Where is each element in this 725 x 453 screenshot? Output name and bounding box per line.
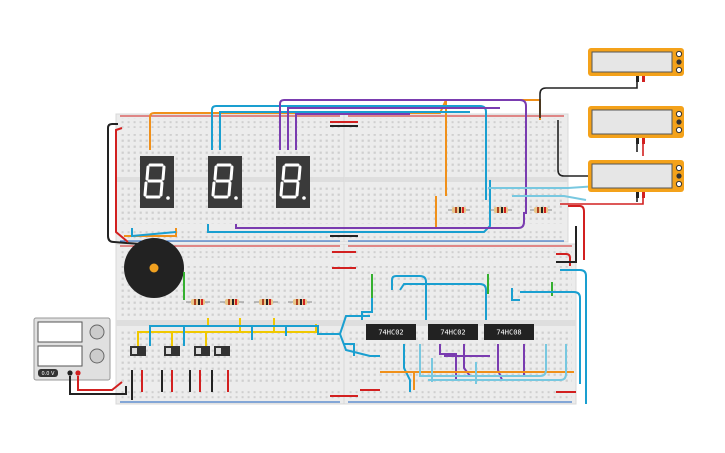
multimeter-3 [588, 160, 684, 198]
wires-left [107, 123, 177, 245]
wires-rail-bridges [330, 121, 358, 397]
chip-74hc02-b: 74HC02 [428, 324, 478, 340]
wires-blue [207, 105, 491, 233]
wires-purple [235, 99, 527, 229]
resistors-bottom-left [186, 299, 312, 305]
wires-yellow [137, 318, 317, 346]
multimeter-2 [588, 106, 684, 144]
seven-segment-display-2 [208, 156, 242, 208]
multimeter-leads [539, 82, 644, 205]
power-supply-label: 0.0 V [42, 371, 56, 377]
multimeter-1 [588, 48, 684, 82]
wires-bottom-right [332, 205, 587, 404]
resistors-top [448, 207, 552, 213]
breadboard-top-right [343, 113, 569, 243]
chip-74hc02-a: 74HC02 [366, 324, 416, 340]
power-supply: 0.0 V [33, 317, 111, 381]
switch-leads [131, 370, 229, 400]
slide-switches [130, 346, 230, 356]
breadboard-bottom-left [115, 243, 345, 405]
power-supply-leads [69, 376, 127, 395]
chip-74hc08: 74HC08 [484, 324, 534, 340]
wires-blue-bottom [149, 275, 520, 357]
rail-stripes [120, 115, 572, 403]
chip-1-label: 74HC02 [378, 329, 403, 337]
chip-3-label: 74HC08 [496, 329, 521, 337]
seven-segment-display-1 [140, 156, 174, 208]
seven-segment-display-3 [276, 156, 310, 208]
chip-2-label: 74HC02 [440, 329, 465, 337]
buzzer [124, 238, 185, 300]
